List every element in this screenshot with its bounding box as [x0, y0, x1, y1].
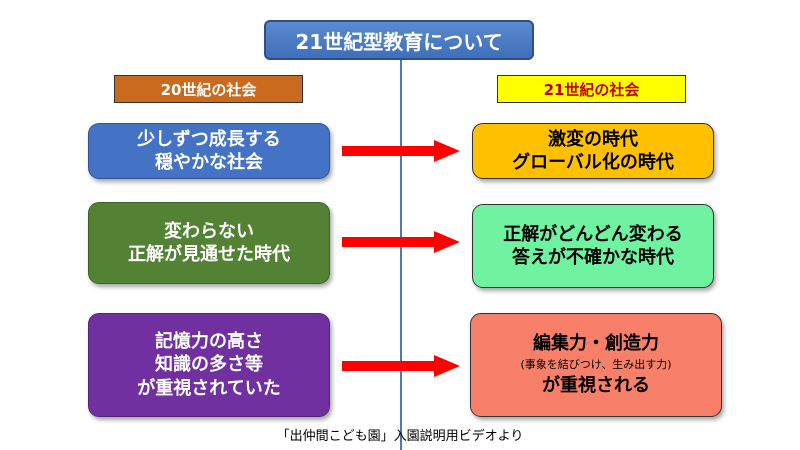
page-title: 21世紀型教育について: [264, 20, 534, 60]
card-line: が重視されていた: [137, 377, 281, 399]
card-line: 変わらない: [164, 220, 254, 242]
card-line: 正解が見通せた時代: [128, 244, 290, 265]
card-line: 激変の時代: [548, 128, 638, 150]
card-21c-creativity: 編集力・創造力 (事象を結びつけ、生み出す力) が重視される: [470, 313, 722, 417]
card-line: 記憶力の高さ: [155, 330, 263, 352]
card-line: グローバル化の時代: [512, 152, 674, 173]
card-line: 穏やかな社会: [155, 152, 263, 173]
card-line: 少しずつ成長する: [137, 128, 281, 150]
card-20c-fixed-answers: 変わらない 正解が見通せた時代: [88, 202, 330, 284]
card-line: 正解がどんどん変わる: [503, 223, 683, 245]
card-note: (事象を結びつけ、生み出す力): [520, 357, 672, 371]
card-line: 答えが不確かな時代: [512, 247, 674, 268]
center-divider-line: [400, 57, 402, 450]
arrow-right-icon: [342, 355, 460, 377]
card-line: が重視される: [542, 375, 650, 397]
era-21-label: 21世紀の社会: [497, 75, 686, 103]
card-21c-change: 激変の時代 グローバル化の時代: [472, 123, 714, 179]
card-line: 編集力・創造力: [533, 333, 659, 355]
era-20-label: 20世紀の社会: [114, 75, 303, 103]
arrow-right-icon: [342, 231, 460, 253]
source-caption: 「出仲間こども園」入園説明用ビデオより: [276, 429, 524, 444]
card-20c-growth: 少しずつ成長する 穏やかな社会: [88, 123, 330, 179]
card-line: 知識の多さ等: [155, 354, 263, 376]
card-20c-memory: 記憶力の高さ 知識の多さ等 が重視されていた: [88, 313, 330, 417]
card-21c-uncertain-answers: 正解がどんどん変わる 答えが不確かな時代: [472, 204, 714, 288]
arrow-right-icon: [342, 140, 460, 162]
